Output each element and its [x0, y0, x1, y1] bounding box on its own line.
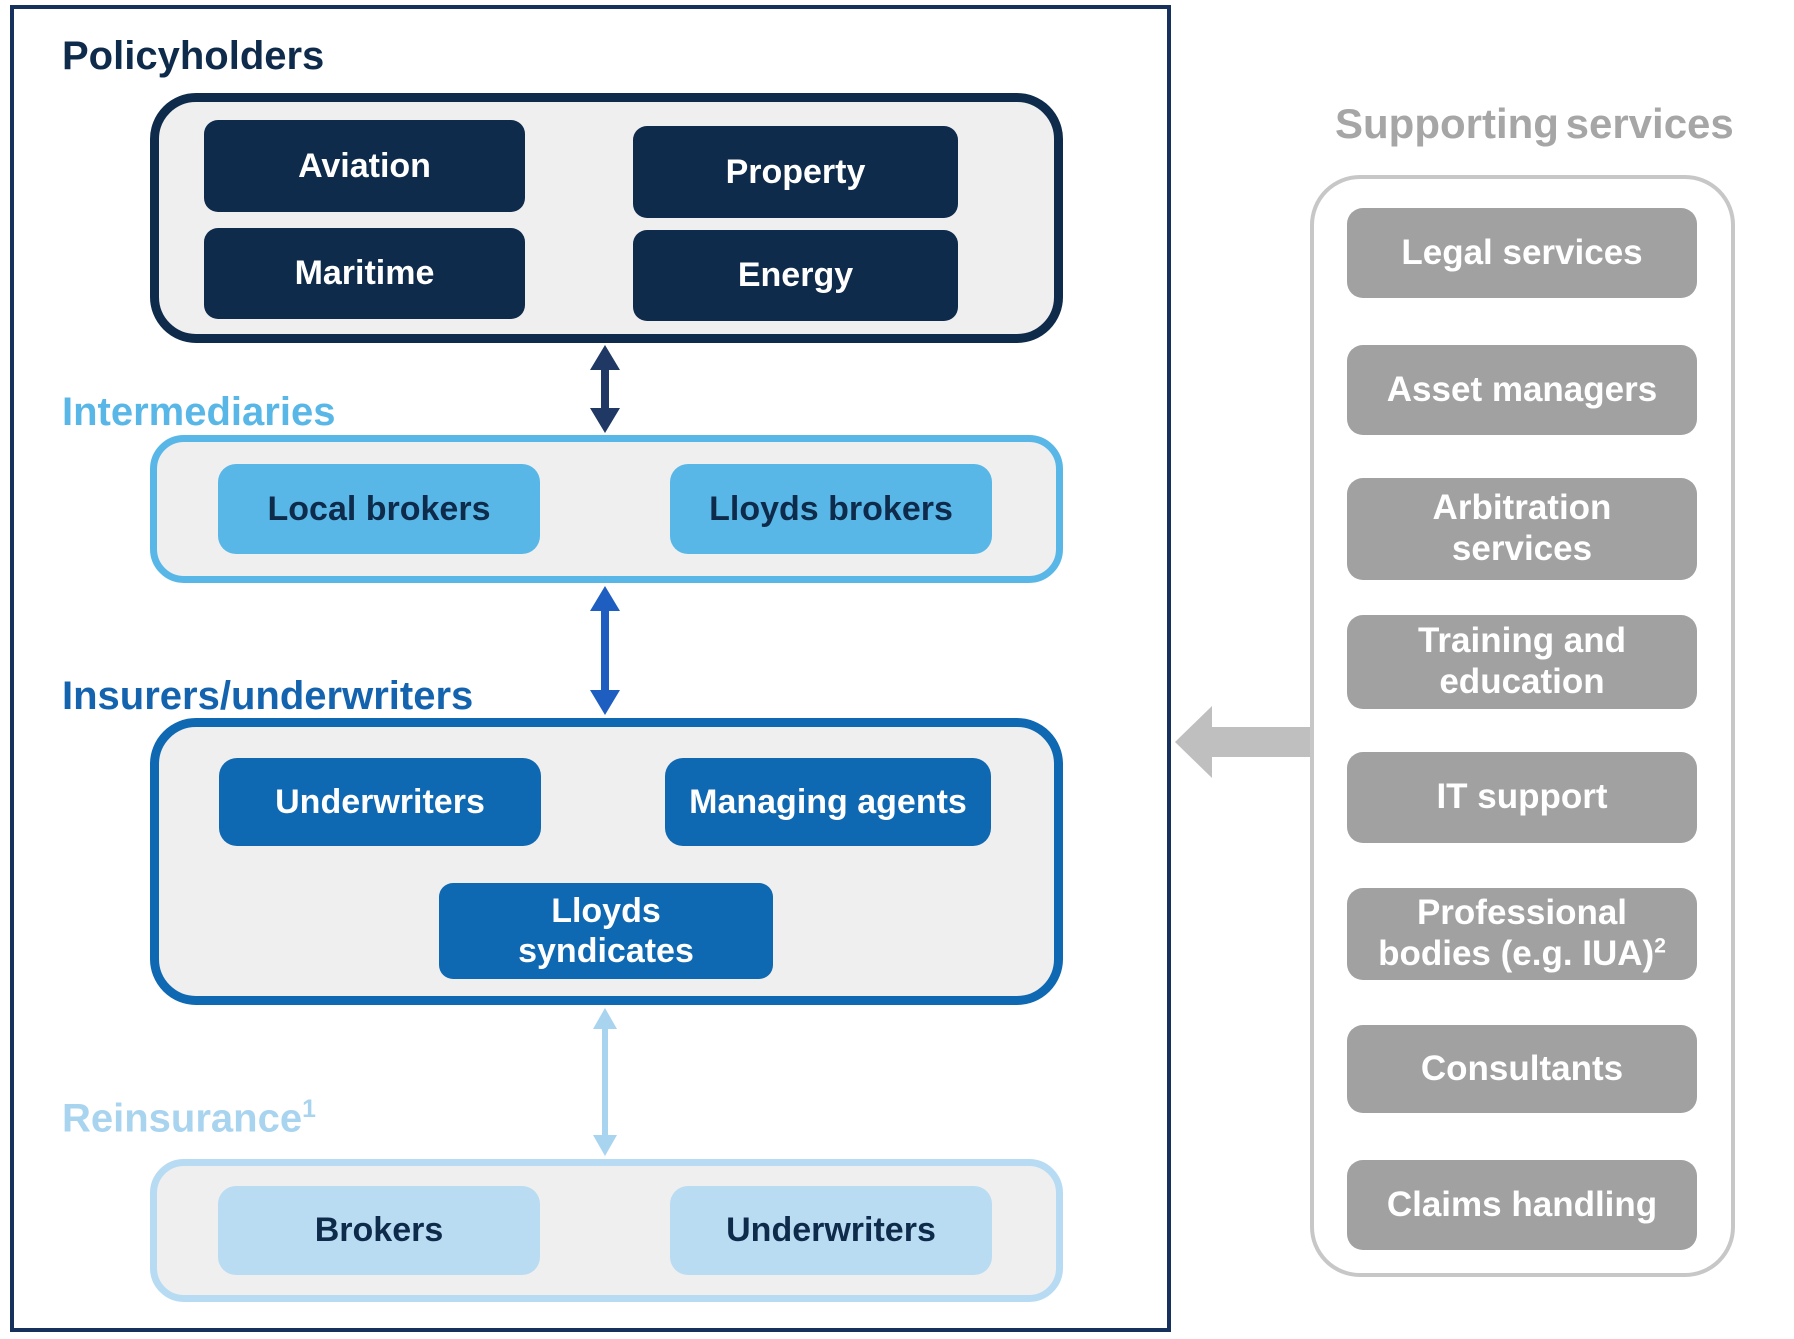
insurers-heading: Insurers/underwriters — [62, 674, 474, 718]
supporting-item-legal-services: Legal services — [1347, 208, 1697, 298]
reinsurance-box: Brokers Underwriters — [150, 1159, 1063, 1302]
insurers-item-managing-agents: Managing agents — [665, 758, 991, 846]
arrow-supporting-to-market-icon — [1175, 706, 1314, 778]
policyholders-box: Aviation Property Maritime Energy — [150, 93, 1063, 343]
policyholders-item-energy: Energy — [633, 230, 958, 321]
insurers-item-underwriters: Underwriters — [219, 758, 541, 846]
supporting-item-arbitration-services: Arbitration services — [1347, 478, 1697, 580]
policyholders-heading: Policyholders — [62, 34, 325, 78]
arrow-intermediaries-insurers-icon — [590, 586, 620, 715]
insurers-box: Underwriters Managing agents Lloyds synd… — [150, 718, 1063, 1005]
supporting-item-claims-handling: Claims handling — [1347, 1160, 1697, 1250]
supporting-item-professional-bodies: Professional bodies (e.g. IUA)2 — [1347, 888, 1697, 980]
policyholders-item-aviation: Aviation — [204, 120, 525, 212]
reinsurance-item-brokers: Brokers — [218, 1186, 540, 1275]
arrow-insurers-reinsurance-icon — [593, 1008, 617, 1156]
intermediaries-heading: Intermediaries — [62, 390, 336, 434]
policyholders-item-property: Property — [633, 126, 958, 218]
supporting-services-panel: Legal services Asset managers Arbitratio… — [1310, 175, 1735, 1277]
supporting-item-consultants: Consultants — [1347, 1025, 1697, 1113]
supporting-item-training-education: Training and education — [1347, 615, 1697, 709]
arrow-policyholders-intermediaries-icon — [590, 345, 620, 433]
reinsurance-heading: Reinsurance1 — [62, 1096, 316, 1141]
supporting-item-it-support: IT support — [1347, 752, 1697, 843]
intermediaries-item-lloyds-brokers: Lloyds brokers — [670, 464, 992, 554]
supporting-item-asset-managers: Asset managers — [1347, 345, 1697, 435]
policyholders-item-maritime: Maritime — [204, 228, 525, 319]
intermediaries-box: Local brokers Lloyds brokers — [150, 435, 1063, 583]
insurers-item-lloyds-syndicates: Lloyds syndicates — [439, 883, 773, 979]
supporting-services-heading: Supporting services — [1335, 100, 1734, 147]
intermediaries-item-local-brokers: Local brokers — [218, 464, 540, 554]
reinsurance-item-underwriters: Underwriters — [670, 1186, 992, 1275]
